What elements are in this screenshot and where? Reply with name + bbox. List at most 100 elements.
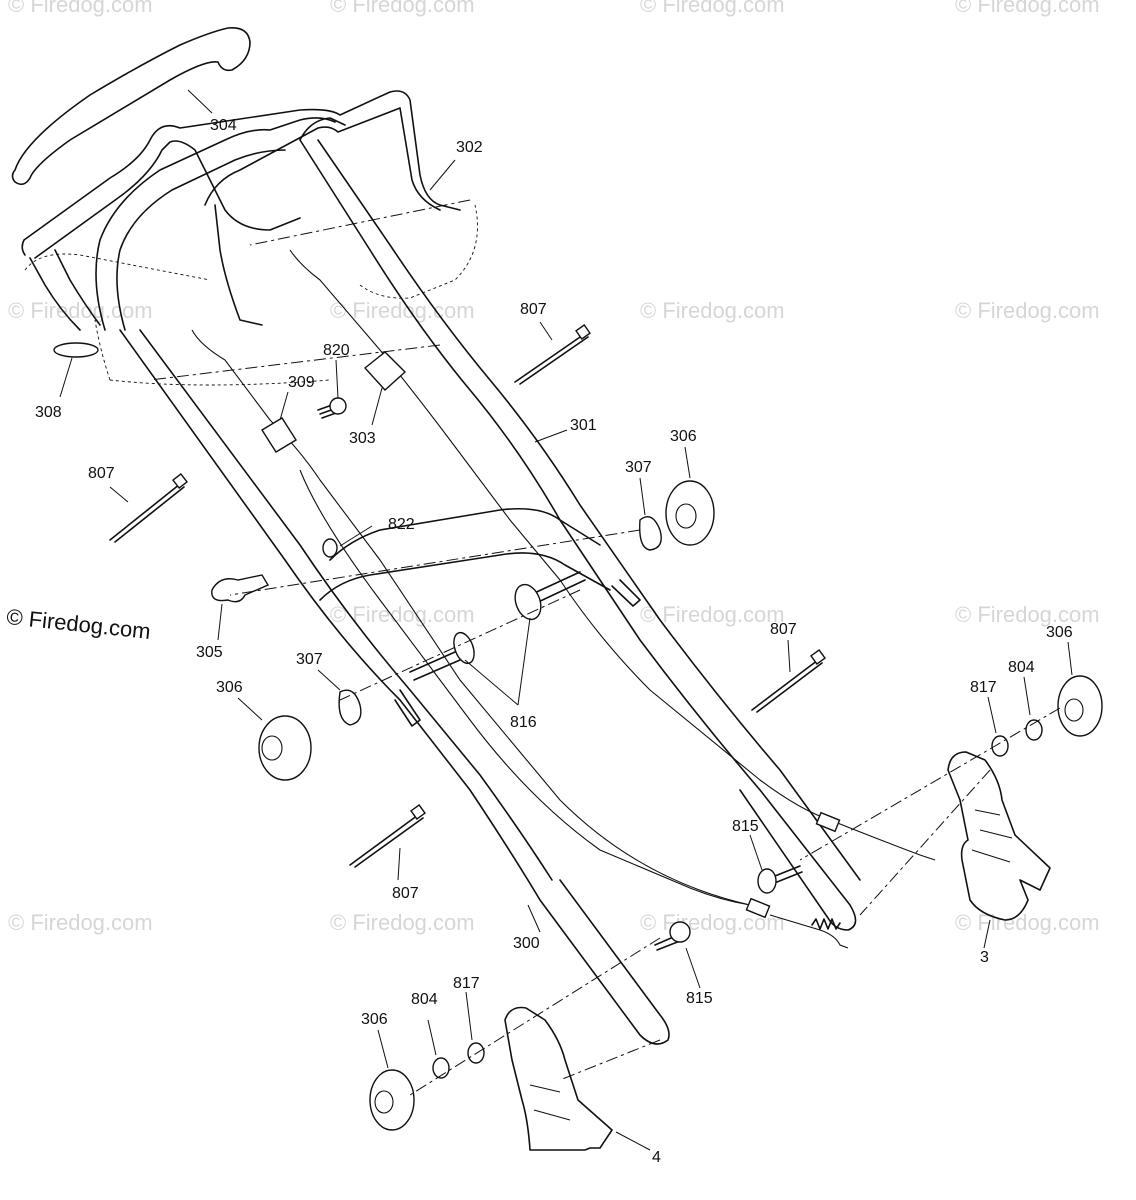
label-815-a: 815 [732, 818, 759, 835]
label-308: 308 [35, 404, 62, 421]
screw-820-head [329, 397, 347, 415]
label-301: 301 [570, 417, 597, 434]
label-817-b: 817 [453, 975, 480, 992]
upper-handle-left-tube [29, 249, 101, 331]
cross-brace-tab-right [611, 579, 641, 607]
watermark-2: © Firedog.com [330, 0, 475, 17]
phantom-outline-upper [24, 253, 331, 386]
cable-upper [289, 249, 831, 821]
tube-301-outer [299, 139, 857, 931]
label-305: 305 [196, 644, 223, 661]
watermark-11: © Firedog.com [955, 602, 1100, 627]
label-816: 816 [510, 714, 537, 731]
cable-tie-807-c [751, 649, 826, 713]
label-307-a: 307 [625, 459, 652, 476]
cable-connector-upper [815, 811, 841, 833]
label-309: 309 [288, 374, 315, 391]
cable-tie-807-a [514, 324, 591, 385]
cable-right-end [829, 819, 936, 861]
block-303 [363, 351, 407, 391]
label-817-a: 817 [970, 679, 997, 696]
watermark-12: © Firedog.com [8, 910, 153, 935]
part-labels: 304 302 308 807 820 309 303 301 807 306 … [35, 117, 1073, 1166]
centerline-3 [229, 529, 641, 596]
carriage-bolt-816-b [514, 571, 586, 621]
watermark-9: © Firedog.com [330, 602, 475, 627]
bracket-3-detail [971, 809, 1013, 863]
tube-301-inner [317, 139, 861, 881]
bushing-822 [322, 538, 338, 558]
label-815-b: 815 [686, 990, 713, 1007]
label-807-b: 807 [88, 465, 115, 482]
label-304: 304 [210, 117, 237, 134]
clamp-309 [261, 417, 297, 453]
cross-brace-tab-left [394, 689, 421, 727]
knob-306-a [665, 480, 715, 546]
cable-tie-807-b [109, 472, 189, 543]
label-306-a: 306 [670, 428, 697, 445]
phantom-outline-right [359, 204, 478, 299]
watermark-13: © Firedog.com [330, 910, 475, 935]
bracket-3 [947, 751, 1051, 921]
tube-300-outer [119, 329, 670, 1045]
watermark-7: © Firedog.com [640, 298, 785, 323]
label-306-b: 306 [216, 679, 243, 696]
label-804-a: 804 [1008, 659, 1035, 676]
label-807-d: 807 [392, 885, 419, 902]
watermark-15: © Firedog.com [955, 910, 1100, 935]
label-306-c: 306 [1046, 624, 1073, 641]
label-3: 3 [980, 949, 989, 966]
bolt-815-a [757, 865, 803, 894]
label-820: 820 [323, 342, 350, 359]
knob-306-b [258, 715, 312, 781]
watermark-6: © Firedog.com [330, 298, 475, 323]
watermark-1: © Firedog.com [8, 0, 153, 17]
watermarks: © Firedog.com © Firedog.com © Firedog.co… [8, 0, 1100, 935]
centerline-1 [249, 199, 471, 246]
label-807-a: 807 [520, 301, 547, 318]
handle-lower-left-inner [116, 149, 286, 331]
handle-upper-302-d [214, 204, 263, 326]
watermark-4: © Firedog.com [955, 0, 1100, 17]
watermark-10: © Firedog.com [640, 602, 785, 627]
label-306-d: 306 [361, 1011, 388, 1028]
centerline-2 [149, 344, 441, 381]
carriage-bolt-816-a [409, 631, 475, 681]
cable-upper-b [191, 329, 751, 906]
bolt-305 [211, 574, 270, 603]
centerline-5 [799, 707, 1061, 861]
grip-304 [11, 26, 251, 186]
label-302: 302 [456, 139, 483, 156]
bolt-815-b [654, 921, 691, 951]
centerline-8 [559, 1039, 661, 1081]
centerline-6 [859, 769, 991, 916]
leader-lines [59, 89, 1073, 1151]
cable-connector-lower [745, 897, 771, 919]
watermark-3: © Firedog.com [640, 0, 785, 17]
bracket-4-detail [529, 1084, 571, 1121]
bracket-4 [504, 1006, 613, 1151]
spring-lower [769, 914, 849, 949]
knob-306-c [1057, 675, 1103, 737]
cable-lower [299, 469, 751, 906]
handle-upper-302 [21, 90, 461, 256]
handle-upper-302-b [34, 140, 301, 259]
washer-307-a [639, 516, 662, 551]
centerline-7 [409, 937, 661, 1096]
label-307-b: 307 [296, 651, 323, 668]
label-822: 822 [388, 516, 415, 533]
spring [811, 918, 841, 930]
label-303: 303 [349, 430, 376, 447]
cross-brace [319, 507, 611, 601]
label-804-b: 804 [411, 991, 438, 1008]
knob-306-d [369, 1069, 415, 1131]
label-300: 300 [513, 935, 540, 952]
centerline-4 [339, 589, 581, 701]
label-807-c: 807 [770, 621, 797, 638]
washer-307-b [338, 689, 362, 726]
watermark-8: © Firedog.com [955, 298, 1100, 323]
clip-308 [53, 342, 99, 358]
tube-301-top [299, 117, 346, 141]
watermark-5: © Firedog.com [8, 298, 153, 323]
